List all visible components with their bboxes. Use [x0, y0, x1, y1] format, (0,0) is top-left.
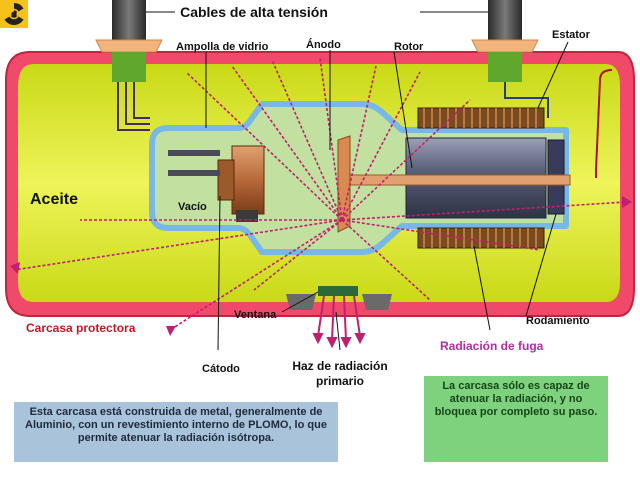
info-box-attenuation: La carcasa sólo es capaz de atenuar la r…: [424, 376, 608, 462]
label-cables: Cables de alta tensión: [180, 4, 328, 20]
info-left-text: Esta carcasa está construida de metal, g…: [25, 406, 327, 444]
anode-shaft: [349, 174, 571, 186]
label-vacio: Vacío: [178, 201, 207, 213]
label-aceite: Aceite: [30, 191, 78, 208]
cathode: [168, 145, 265, 222]
label-carcasa: Carcasa protectora: [26, 321, 136, 335]
label-rodamiento: Rodamiento: [526, 315, 590, 327]
label-rotor: Rotor: [394, 41, 424, 53]
label-fuga: Radiación de fuga: [440, 339, 544, 353]
info-box-housing-material: Esta carcasa está construida de metal, g…: [14, 402, 338, 462]
radiation-hazard-icon: [0, 0, 28, 28]
stator-windings: [417, 107, 545, 249]
label-catodo: Cátodo: [202, 363, 240, 375]
primary-beam-arrows: [312, 295, 366, 349]
info-right-text: La carcasa sólo es capaz de atenuar la r…: [434, 380, 598, 418]
label-ampolla: Ampolla de vidrio: [176, 41, 269, 53]
label-anodo: Ánodo: [306, 38, 341, 51]
leak-arrows: [10, 196, 632, 336]
radiation-rays: [13, 57, 627, 331]
label-ventana: Ventana: [234, 309, 277, 321]
anode-disc: [337, 135, 351, 233]
right-cable-bushing: [471, 0, 549, 118]
left-cable-bushing: [95, 0, 163, 131]
label-haz-2: primario: [316, 374, 364, 388]
label-haz-1: Haz de radiación: [292, 359, 387, 373]
stator-wire: [595, 69, 613, 178]
leader-lines: [146, 11, 569, 351]
label-estator: Estator: [552, 29, 591, 41]
